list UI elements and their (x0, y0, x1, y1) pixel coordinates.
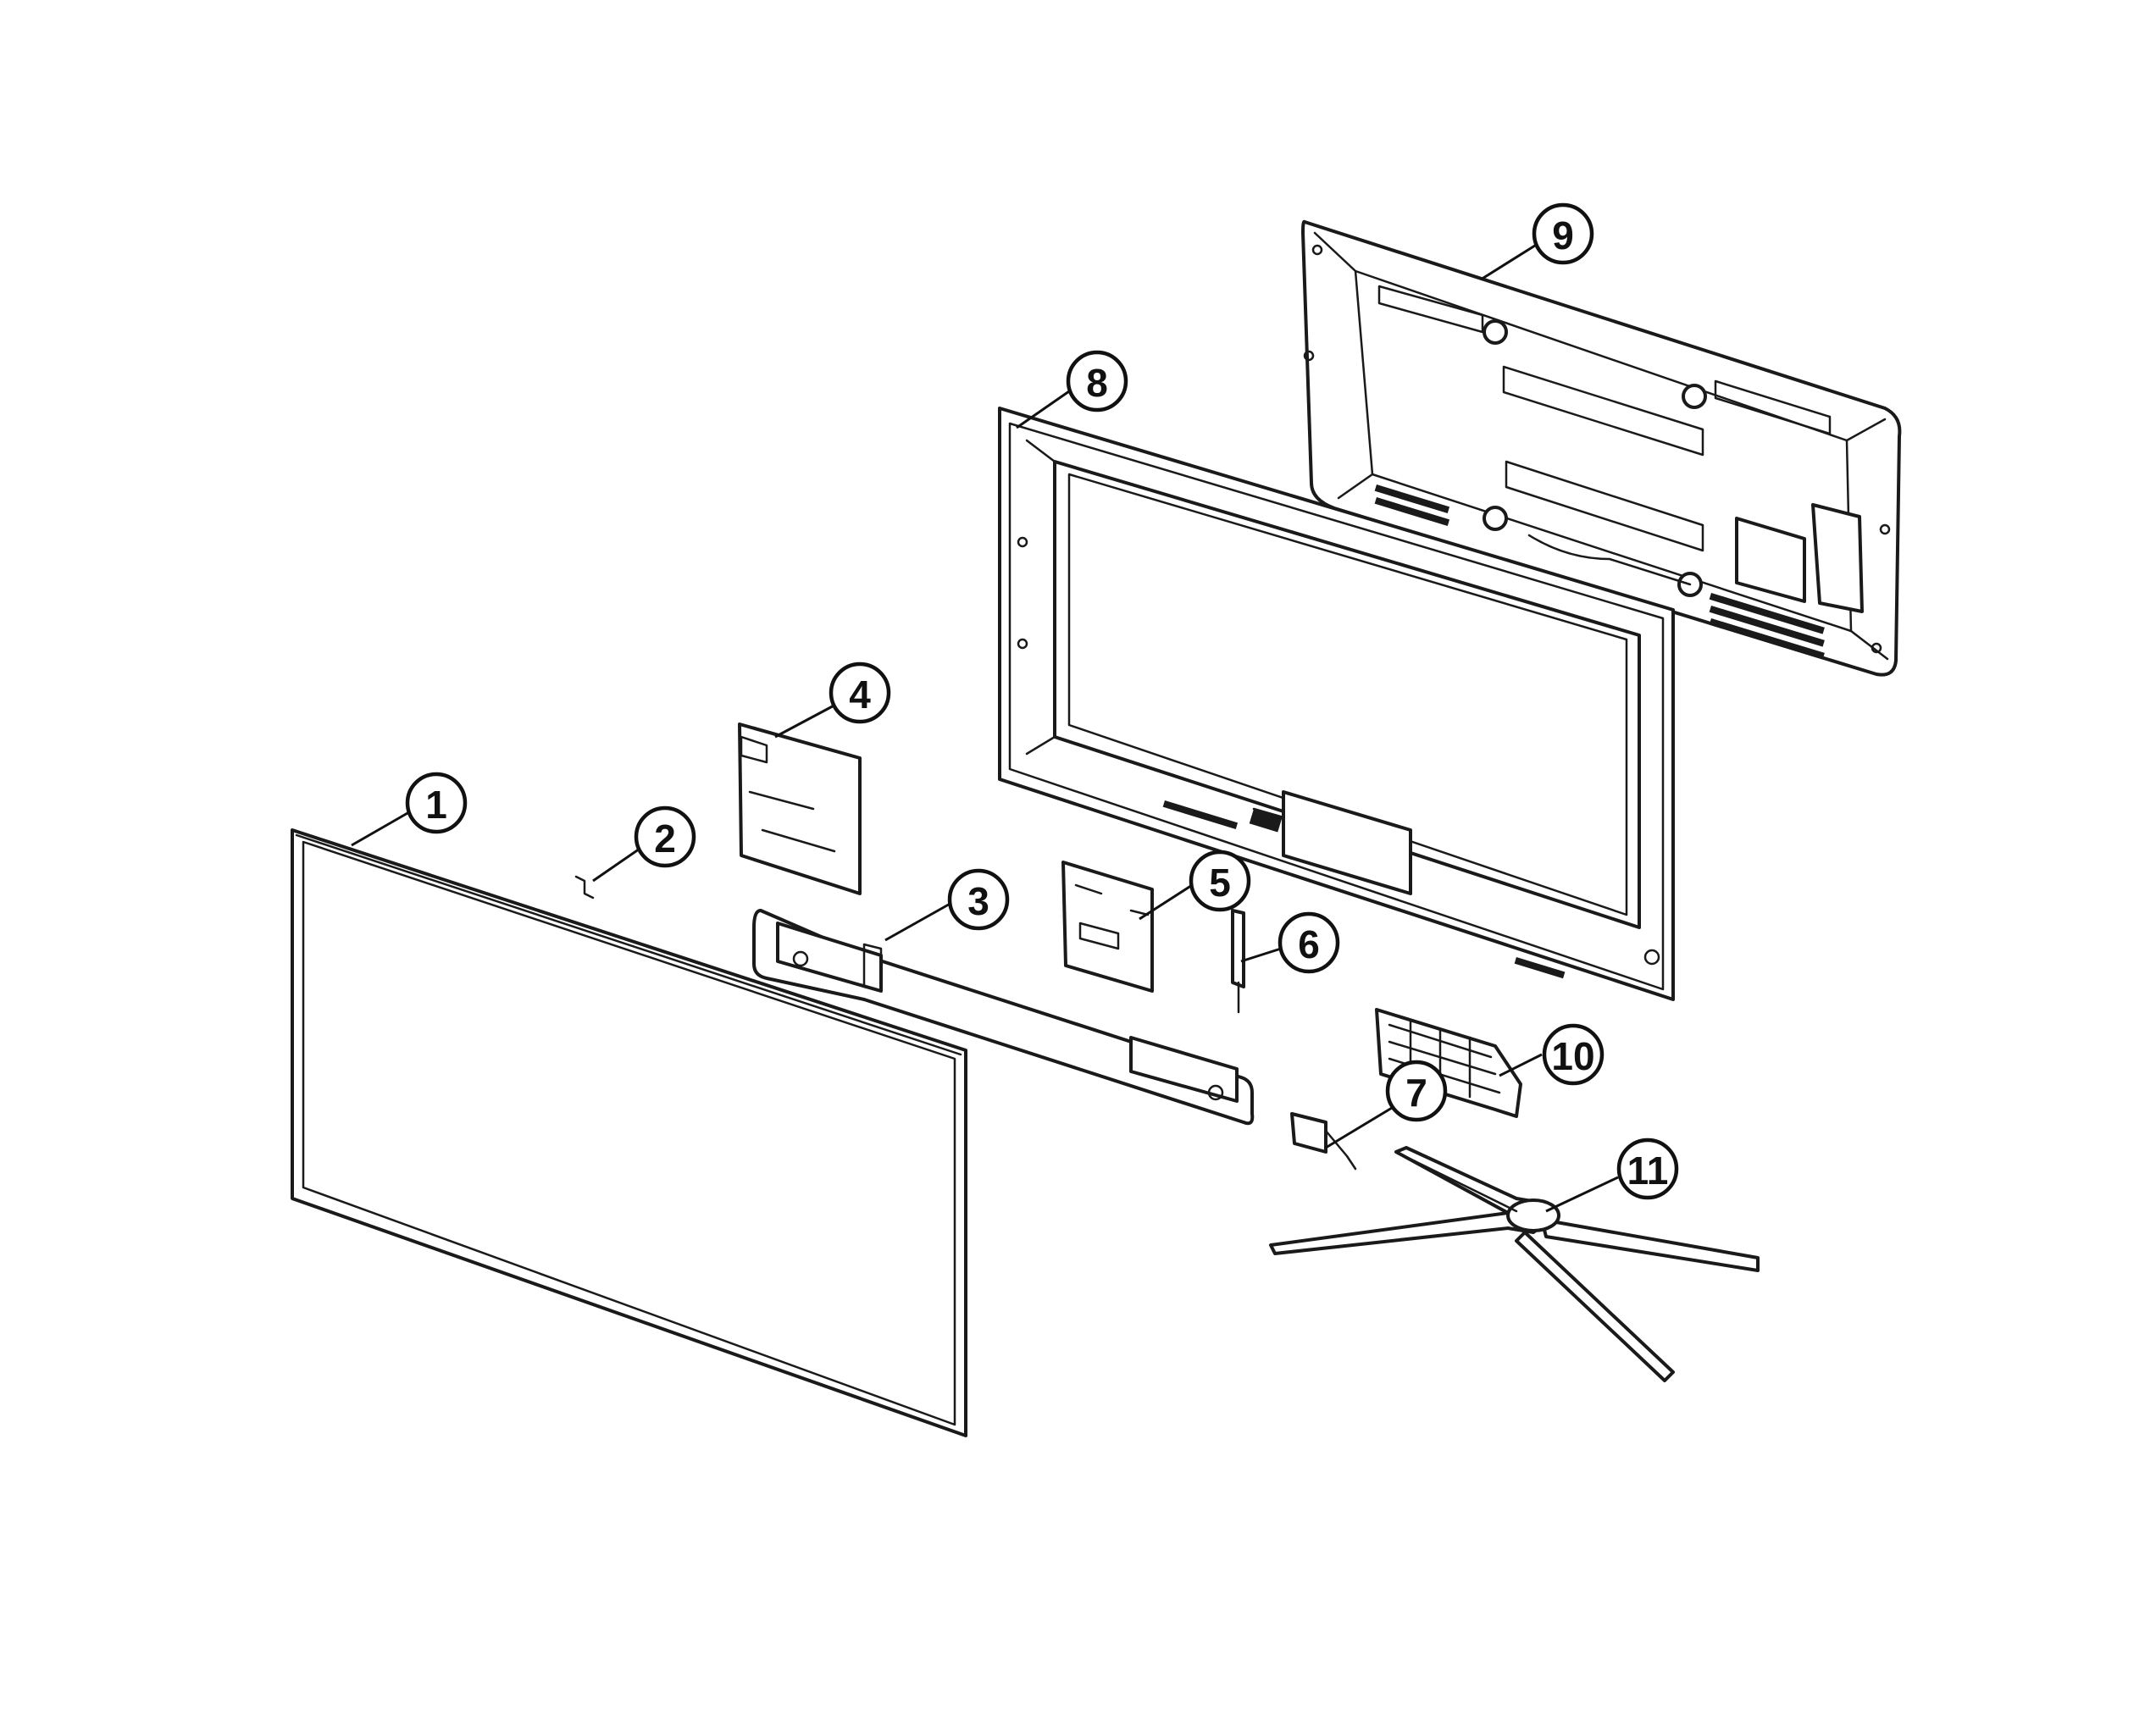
callout-3-circle (947, 868, 1010, 931)
leader-3 (884, 900, 954, 942)
callout-6: 6 (1278, 911, 1340, 974)
callout-2: 2 (634, 805, 696, 868)
leader-lines (351, 242, 1619, 1213)
callout-10: 10 (1542, 1023, 1605, 1086)
part-5-main-board (1061, 861, 1154, 993)
callout-6-circle (1278, 911, 1340, 974)
callout-9-circle (1532, 202, 1594, 265)
part-6-bracket (1231, 909, 1245, 1014)
leader-8 (1016, 390, 1070, 429)
leader-2 (592, 845, 643, 883)
callout-5-label: 5 (1209, 861, 1231, 905)
callout-8-label: 8 (1086, 361, 1108, 405)
leader-9 (1480, 242, 1538, 281)
part-3-speaker-bar (752, 909, 1255, 1126)
leader-10 (1499, 1053, 1543, 1077)
callout-10-label: 10 (1551, 1034, 1594, 1078)
callout-11-circle (1616, 1138, 1679, 1200)
callout-7: 7 (1385, 1060, 1448, 1122)
leader-5 (1139, 879, 1200, 921)
callout-8-circle (1066, 350, 1128, 412)
callout-10-circle (1542, 1023, 1605, 1086)
callout-3-label: 3 (967, 879, 989, 923)
part-8-middle-frame (998, 407, 1675, 1001)
part-11-stand-base (1269, 1146, 1760, 1382)
callout-6-label: 6 (1298, 922, 1320, 966)
callout-3: 3 (947, 868, 1010, 931)
callout-7-label: 7 (1405, 1071, 1427, 1115)
callout-4-circle (829, 661, 891, 724)
callout-1: 1 (405, 772, 468, 834)
part-7-small-bracket (1290, 1112, 1357, 1171)
callout-1-circle (405, 772, 468, 834)
callout-9: 9 (1532, 202, 1594, 265)
callout-5-circle (1189, 850, 1251, 912)
callout-1-label: 1 (425, 783, 447, 827)
callout-4-label: 4 (849, 673, 871, 717)
callout-5: 5 (1189, 850, 1251, 912)
leader-6 (1240, 947, 1282, 963)
part-2-clip (574, 875, 595, 900)
callout-8: 8 (1066, 350, 1128, 412)
part-1-lcd-panel (291, 828, 967, 1437)
callout-11-label: 11 (1627, 1149, 1669, 1193)
leader-4 (774, 701, 840, 739)
callout-9-label: 9 (1552, 213, 1574, 257)
callout-7-circle (1385, 1060, 1448, 1122)
callout-2-circle (634, 805, 696, 868)
part-9-rear-cover (1301, 219, 1902, 677)
callout-4: 4 (829, 661, 891, 724)
part-4-board (738, 722, 862, 895)
callout-11: 11 (1616, 1138, 1679, 1200)
leader-11 (1545, 1176, 1619, 1213)
callout-2-label: 2 (654, 816, 676, 861)
leader-7 (1325, 1104, 1397, 1149)
